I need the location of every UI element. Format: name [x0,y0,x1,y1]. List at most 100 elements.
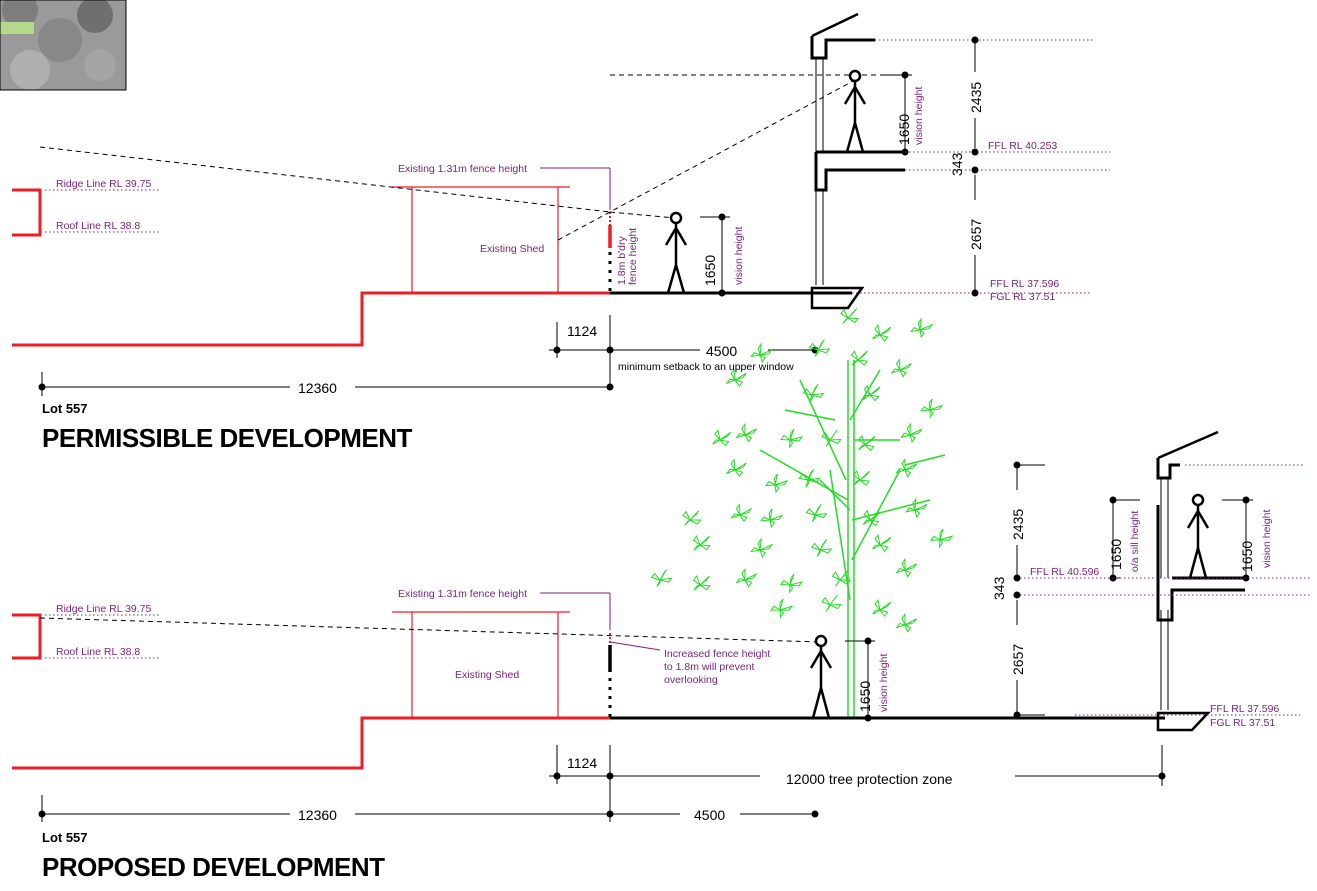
bottom-ffl-lower: FFL RL 37.596 [1210,703,1279,715]
leaf [789,581,804,587]
leaf [834,579,841,587]
leaf [774,473,779,486]
leaf [895,467,907,474]
leaf [821,596,832,607]
leaf [857,350,868,361]
leaf [811,392,825,398]
leaf [939,528,944,541]
leaf [659,577,673,583]
leaf [919,406,932,412]
leaf [759,548,767,558]
leaf [741,422,746,436]
leaf [769,605,782,611]
leaf [750,546,762,553]
leaf [802,388,814,396]
leaf [853,479,861,486]
leaf [868,519,880,527]
top-vision-dim: 1650 [702,255,718,286]
leaf [650,572,662,581]
leaf [819,539,827,551]
leaf [819,548,833,554]
leaf [909,433,916,443]
top-dim-2435: 2435 [968,82,984,113]
leaf [904,618,917,626]
leaf [910,326,922,333]
leaf [919,323,934,331]
leaf [805,507,817,516]
leaf [816,549,821,557]
leaf [809,393,814,403]
leaf [856,359,869,366]
leaf [789,428,795,441]
bottom-tpz-label: 12000 tree protection zone [786,771,953,787]
top-fence-bdry-label-2: fence height [627,228,639,285]
bottom-lot-label: Lot 557 [42,830,88,845]
top-shed-label: Existing Shed [480,243,544,255]
leaf [735,577,747,584]
top-dim-4500: 4500 [706,343,737,359]
leaf [780,579,792,586]
leaf [901,557,906,571]
leaf [839,569,849,581]
bottom-dim-2435: 2435 [1010,509,1026,540]
leaf [909,428,923,436]
leaf [912,497,917,511]
leaf [919,328,925,339]
bottom-fence-existing-label: Existing 1.31m fence height [398,588,527,600]
leaf [900,432,912,439]
leaf [759,516,772,522]
leaf [744,428,757,436]
leaf [811,384,819,396]
leaf [851,359,859,366]
leaf [829,594,838,606]
bottom-increased-label-3: overlooking [664,674,718,686]
leaf [878,544,889,552]
tree-leaves [650,308,954,633]
leaf [689,510,700,521]
bottom-vision-dim: 1650 [857,681,873,712]
tree [759,360,946,718]
leaf [692,535,702,547]
leaf [759,543,774,551]
leaf [684,519,691,526]
bottom-dim-4500: 4500 [694,807,725,823]
leaf [821,431,832,442]
bottom-title: PROPOSED DEVELOPMENT [42,852,385,882]
leaf [825,604,831,612]
leaf [774,483,780,494]
leaf [734,462,747,471]
leaf [904,468,912,478]
bottom-section [12,430,1310,822]
bottom-dim-1124: 1124 [567,755,597,771]
leaf [693,584,701,591]
bottom-upper-vision-label: vision height [1261,510,1273,568]
leaf [904,463,917,471]
leaf [874,534,881,547]
leaf [904,623,912,633]
leaf [719,431,731,441]
bottom-roof-line-label: Roof Line RL 38.8 [56,646,140,658]
leaf [814,512,828,519]
leaf [817,339,825,351]
leaf [829,439,842,445]
leaf [863,509,871,522]
leaf [730,513,742,519]
leaf [914,504,928,511]
leaf [878,609,889,617]
leaf [810,542,822,551]
leaf [929,404,944,411]
leaf [750,351,762,358]
leaf [789,436,804,442]
leaf [733,469,744,477]
leaf [840,308,850,320]
leaf [814,349,819,357]
leaf [807,468,814,481]
leaf [807,477,821,483]
leaf [764,480,777,487]
bottom-increased-label-1: Increased fence height [664,648,770,660]
bottom-fgl: FGL RL 37.51 [1210,717,1275,729]
leaf [858,444,866,451]
leaf [859,470,870,481]
top-roof-line-label: Roof Line RL 38.8 [56,220,140,232]
leaf [814,504,822,516]
